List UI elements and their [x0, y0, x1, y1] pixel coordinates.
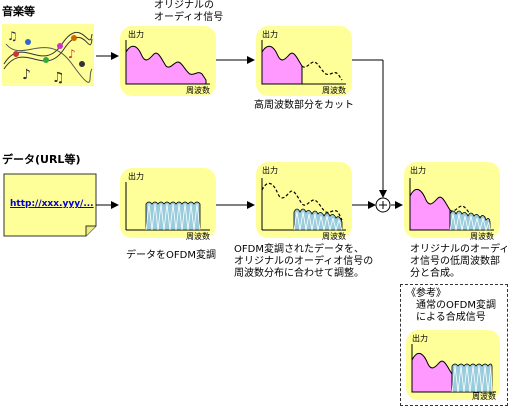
adjust-label-2: オリジナルのオーディオ信号の — [234, 256, 374, 267]
reference-label-2: 通常のOFDM変調 — [416, 300, 496, 311]
data-label: データ(URL等) — [2, 153, 81, 166]
data-document — [3, 173, 97, 237]
chart-combined-plot — [409, 178, 494, 232]
x-axis-label: 周波数 — [470, 232, 494, 241]
reference-label-1: 《参考》 — [406, 288, 446, 299]
y-axis-label: 出力 — [262, 166, 278, 175]
music-label: 音楽等 — [2, 5, 35, 18]
y-axis-label: 出力 — [128, 30, 144, 39]
y-axis-label: 出力 — [262, 30, 278, 39]
ofdm-label: データをOFDM変調 — [126, 250, 216, 261]
chart-cut-plot — [261, 40, 346, 85]
svg-text:♪: ♪ — [22, 67, 31, 83]
chart-original-plot — [125, 40, 210, 85]
adjust-label-1: OFDM変調されたデータを、 — [234, 244, 364, 255]
cut-label: 高周波数部分をカット — [254, 100, 354, 111]
chart-adjusted-plot — [261, 178, 346, 232]
original-audio-label-1: オリジナルの — [154, 0, 214, 11]
combine-label-3: 分と合成。 — [410, 268, 460, 279]
combine-label-1: オリジナルのオーディ — [410, 244, 510, 255]
x-axis-label: 周波数 — [186, 86, 210, 95]
y-axis-label: 出力 — [410, 166, 426, 175]
chart-reference-plot — [411, 344, 496, 393]
x-axis-label: 周波数 — [322, 232, 346, 241]
music-notes-image: ♪ ♫ ♪ ♫ — [2, 24, 94, 86]
sum-node-icon — [375, 197, 391, 213]
url-link[interactable]: http://xxx.yyy/... — [10, 199, 94, 209]
y-axis-label: 出力 — [128, 172, 144, 181]
svg-text:♫: ♫ — [7, 29, 18, 43]
x-axis-label: 周波数 — [472, 392, 496, 401]
reference-label-3: による合成信号 — [416, 312, 486, 323]
combine-label-2: オ信号の低周波数部 — [410, 256, 500, 267]
chart-ofdm-plot — [125, 182, 210, 231]
reference-box — [400, 284, 508, 406]
svg-text:♪: ♪ — [68, 47, 76, 61]
adjust-label-3: 周波数分布に合わせて調整。 — [234, 268, 364, 279]
x-axis-label: 周波数 — [322, 86, 346, 95]
original-audio-label-2: オーディオ信号 — [154, 12, 224, 23]
y-axis-label: 出力 — [412, 334, 428, 343]
svg-text:♫: ♫ — [52, 70, 65, 86]
x-axis-label: 周波数 — [186, 232, 210, 241]
